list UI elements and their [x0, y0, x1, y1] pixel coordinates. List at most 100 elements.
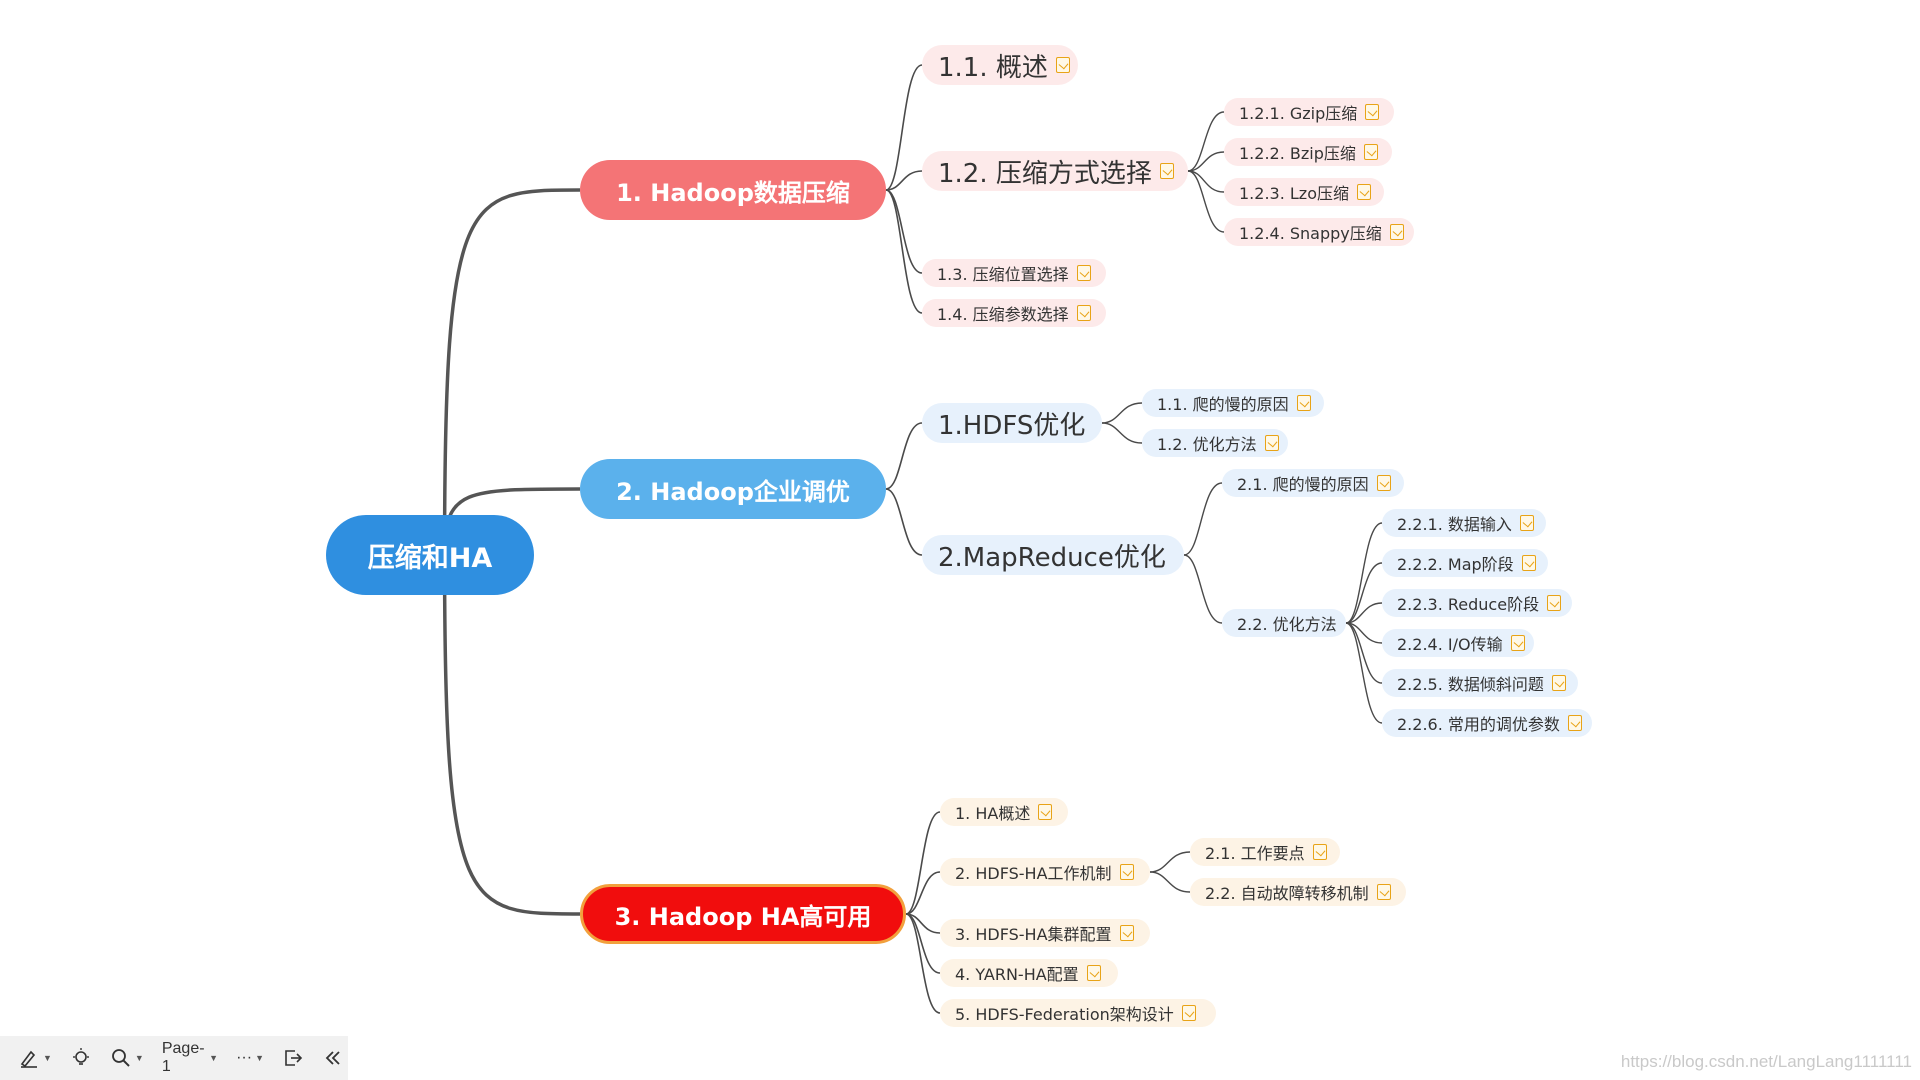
topic-label: 1.1. 爬的慢的原因 — [1157, 395, 1289, 414]
note-icon[interactable] — [1055, 57, 1070, 73]
topic-mr-slow-reason[interactable]: 2.1. 爬的慢的原因 — [1222, 469, 1404, 497]
topic-hdfs-method[interactable]: 1.2. 优化方法 — [1142, 429, 1288, 457]
connector-line — [1345, 562, 1383, 624]
topic-2-2-3-reduce-stage[interactable]: 2.2.3. Reduce阶段 — [1382, 589, 1572, 617]
root-node[interactable]: 压缩和HA — [326, 515, 534, 595]
connector-line — [885, 64, 923, 191]
connector-line — [885, 170, 923, 191]
export-icon — [285, 1050, 303, 1066]
note-icon[interactable] — [1264, 435, 1279, 451]
note-icon[interactable] — [1181, 1005, 1196, 1021]
topic-label: 1.2. 压缩方式选择 — [938, 158, 1152, 189]
more-label: ··· — [236, 1049, 253, 1066]
topic-label: 2.1. 工作要点 — [1205, 844, 1305, 863]
topic-hdfs-ha-cluster-config[interactable]: 3. HDFS-HA集群配置 — [940, 919, 1150, 947]
topic-label: 1.3. 压缩位置选择 — [937, 265, 1069, 284]
branch-hadoop-compression[interactable]: 1. Hadoop数据压缩 — [580, 160, 886, 220]
topic-label: 2.2.5. 数据倾斜问题 — [1397, 675, 1544, 694]
connector-line — [1149, 871, 1191, 893]
note-icon[interactable] — [1038, 804, 1053, 820]
topic-2-2-4-io[interactable]: 2.2.4. I/O传输 — [1382, 629, 1534, 657]
topic-mr-method[interactable]: 2.2. 优化方法 — [1222, 609, 1346, 637]
topic-1-3-location-choice[interactable]: 1.3. 压缩位置选择 — [922, 259, 1106, 287]
note-icon[interactable] — [1567, 715, 1582, 731]
connector-line — [442, 554, 581, 916]
idea-button[interactable] — [66, 1043, 96, 1073]
note-icon[interactable] — [1376, 884, 1391, 900]
branch-hadoop-tuning[interactable]: 2. Hadoop企业调优 — [580, 459, 886, 519]
lightbulb-icon — [72, 1048, 89, 1065]
topic-label: 2. HDFS-HA工作机制 — [955, 864, 1112, 883]
topic-2-2-5-data-skew[interactable]: 2.2.5. 数据倾斜问题 — [1382, 669, 1578, 697]
connector-line — [905, 913, 941, 974]
topic-hdfs-federation[interactable]: 5. HDFS-Federation架构设计 — [940, 999, 1216, 1027]
note-icon[interactable] — [1519, 515, 1534, 531]
topic-2-2-6-common-params[interactable]: 2.2.6. 常用的调优参数 — [1382, 709, 1592, 737]
note-icon[interactable] — [1086, 965, 1101, 981]
topic-label: 2.2.6. 常用的调优参数 — [1397, 715, 1560, 734]
connector-line — [1187, 111, 1225, 172]
topic-hdfs-slow-reason[interactable]: 1.1. 爬的慢的原因 — [1142, 389, 1324, 417]
topic-1-2-4-snappy[interactable]: 1.2.4. Snappy压缩 — [1224, 218, 1414, 246]
topic-ha-key-points[interactable]: 2.1. 工作要点 — [1190, 838, 1340, 866]
note-icon[interactable] — [1159, 163, 1174, 179]
topic-label: 2.2.3. Reduce阶段 — [1397, 595, 1540, 614]
chevron-down-icon: ▼ — [255, 1053, 264, 1063]
topic-label: 1.2. 优化方法 — [1157, 435, 1257, 454]
bottom-toolbar: ▼ ▼ Page-1 ▼ ··· ▼ — [0, 1036, 348, 1080]
topic-label: 1.1. 概述 — [938, 52, 1048, 83]
page-selector[interactable]: Page-1 ▼ — [158, 1040, 222, 1075]
note-icon[interactable] — [1076, 265, 1091, 281]
root-label: 压缩和HA — [367, 542, 493, 574]
note-icon[interactable] — [1296, 395, 1311, 411]
more-button[interactable]: ··· ▼ — [232, 1043, 268, 1073]
collapse-panel-button[interactable] — [318, 1043, 348, 1073]
branch-hadoop-ha[interactable]: 3. Hadoop HA高可用 — [580, 884, 906, 944]
topic-ha-overview[interactable]: 1. HA概述 — [940, 798, 1068, 826]
branch-label: 1. Hadoop数据压缩 — [616, 178, 850, 207]
connector-line — [1101, 402, 1143, 424]
note-icon[interactable] — [1312, 844, 1327, 860]
topic-mapreduce-optimization[interactable]: 2.MapReduce优化 — [922, 535, 1184, 575]
note-icon[interactable] — [1365, 104, 1380, 120]
highlighter-button[interactable]: ▼ — [14, 1043, 56, 1073]
note-icon[interactable] — [1376, 475, 1391, 491]
topic-1-4-parameter-choice[interactable]: 1.4. 压缩参数选择 — [922, 299, 1106, 327]
topic-1-2-3-lzo[interactable]: 1.2.3. Lzo压缩 — [1224, 178, 1384, 206]
topic-label: 2.MapReduce优化 — [938, 542, 1166, 573]
collapse-icon — [325, 1051, 340, 1065]
topic-2-2-2-map-stage[interactable]: 2.2.2. Map阶段 — [1382, 549, 1548, 577]
topic-1-2-compression-choice[interactable]: 1.2. 压缩方式选择 — [922, 151, 1188, 191]
note-icon[interactable] — [1363, 144, 1378, 160]
note-icon[interactable] — [1076, 305, 1091, 321]
chevron-down-icon: ▼ — [134, 1053, 144, 1063]
topic-label: 4. YARN-HA配置 — [955, 965, 1079, 984]
chevron-down-icon: ▼ — [209, 1053, 219, 1063]
topic-2-2-1-data-input[interactable]: 2.2.1. 数据输入 — [1382, 509, 1546, 537]
topic-1-1-overview[interactable]: 1.1. 概述 — [922, 45, 1078, 85]
topic-hdfs-optimization[interactable]: 1.HDFS优化 — [922, 403, 1102, 443]
connector-line — [1187, 170, 1225, 233]
topic-1-2-2-bzip[interactable]: 1.2.2. Bzip压缩 — [1224, 138, 1392, 166]
connector-line — [885, 422, 923, 490]
topic-hdfs-ha-mechanism[interactable]: 2. HDFS-HA工作机制 — [940, 858, 1150, 886]
note-icon[interactable] — [1510, 635, 1525, 651]
topic-label: 1.2.2. Bzip压缩 — [1239, 144, 1356, 163]
note-icon[interactable] — [1119, 864, 1134, 880]
note-icon[interactable] — [1521, 555, 1536, 571]
note-icon[interactable] — [1119, 925, 1134, 941]
topic-label: 2.2. 优化方法 — [1237, 615, 1337, 634]
topic-label: 1.2.1. Gzip压缩 — [1239, 104, 1358, 123]
note-icon[interactable] — [1551, 675, 1566, 691]
note-icon[interactable] — [1389, 224, 1404, 240]
note-icon[interactable] — [1357, 184, 1371, 200]
topic-1-2-1-gzip[interactable]: 1.2.1. Gzip压缩 — [1224, 98, 1394, 126]
branch-label: 3. Hadoop HA高可用 — [614, 902, 872, 931]
topic-yarn-ha-config[interactable]: 4. YARN-HA配置 — [940, 959, 1118, 987]
topic-label: 2.2.2. Map阶段 — [1397, 555, 1514, 574]
note-icon[interactable] — [1547, 595, 1562, 611]
zoom-button[interactable]: ▼ — [106, 1043, 148, 1073]
export-button[interactable] — [278, 1043, 308, 1073]
topic-ha-failover[interactable]: 2.2. 自动故障转移机制 — [1190, 878, 1406, 906]
